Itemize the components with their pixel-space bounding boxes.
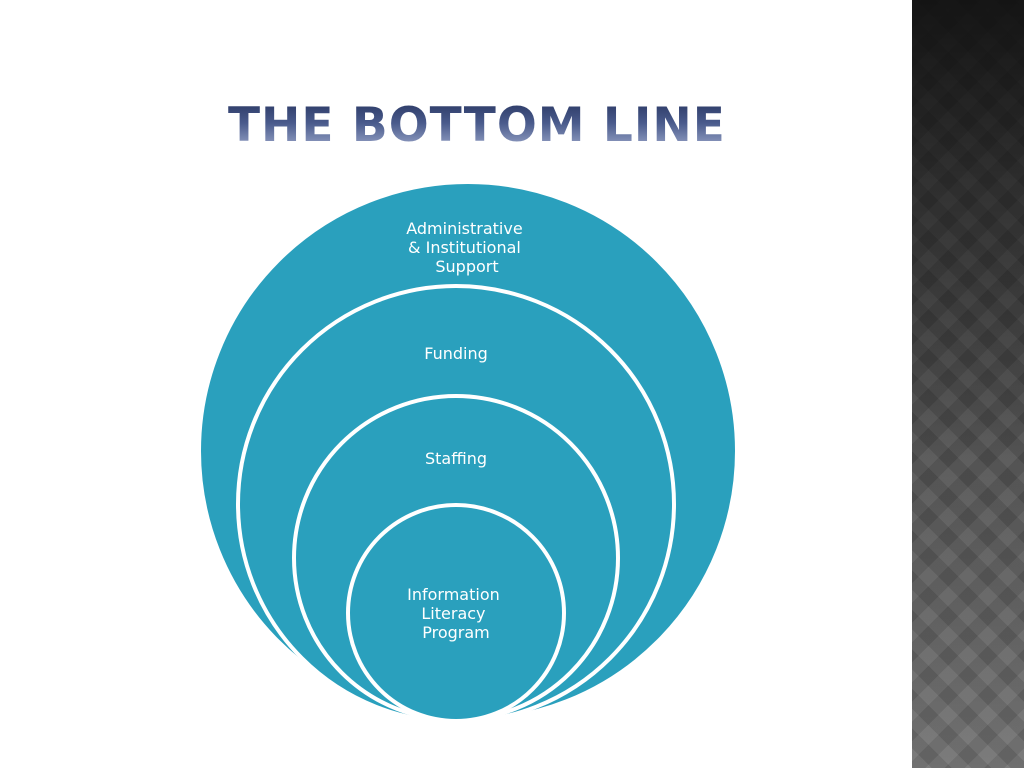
ring-label-funding: Funding [424,344,488,363]
decorative-side-panel [912,0,1024,768]
ring-label-administrative-support: Administrative & Institutional Support [406,219,528,276]
ring-label-information-literacy-program: Information Literacy Program [407,585,505,642]
slide-title: The Bottom Line [228,98,726,153]
ring-information-literacy-program [346,503,566,723]
ring-label-staffing: Staffing [425,449,487,468]
